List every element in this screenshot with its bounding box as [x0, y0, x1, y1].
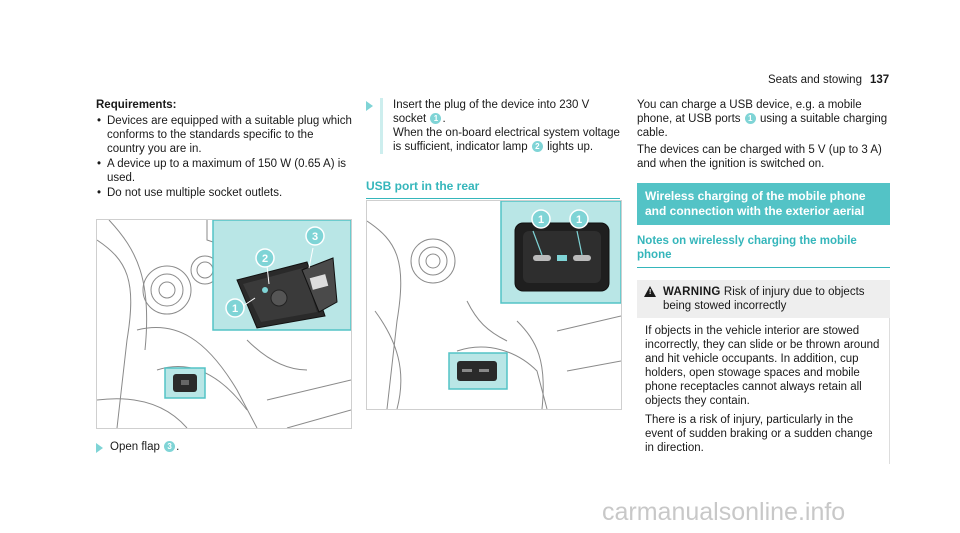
- list-item: Devices are equipped with a suitable plu…: [96, 114, 352, 156]
- warning-label: WARNING: [663, 286, 721, 298]
- step-instruction: Insert the plug of the device into 230 V…: [393, 98, 622, 126]
- step-text: Open flap: [110, 441, 160, 453]
- callout-ref: 1: [744, 113, 756, 124]
- warning-paragraph-2: There is a risk of injury, particularly …: [645, 414, 873, 454]
- svg-text:1: 1: [576, 214, 582, 226]
- notes-heading: Notes on wirelessly charging the mobile …: [637, 234, 890, 268]
- socket-illustration: 1 2 3: [97, 220, 351, 428]
- section-title: Seats and stowing: [768, 74, 862, 86]
- warning-header: ! WARNING Risk of injury due to objects …: [637, 280, 890, 318]
- callout-2: 2: [255, 248, 275, 268]
- callout-ref: 1: [430, 113, 442, 124]
- callout-ref: 2: [531, 141, 543, 152]
- warning-icon-mark: !: [649, 289, 652, 296]
- warning-paragraph-1: If objects in the vehicle interior are s…: [645, 325, 880, 407]
- warning-title: Risk of injury due to objects being stow…: [663, 286, 865, 312]
- callout-ref: 3: [164, 441, 176, 452]
- svg-text:1: 1: [538, 214, 544, 226]
- svg-text:2: 2: [262, 253, 268, 265]
- usb-section-heading: USB port in the rear: [366, 179, 620, 199]
- text-d: lights up.: [547, 141, 594, 153]
- column-requirements: Requirements: Devices are equipped with …: [96, 98, 352, 201]
- usb-paragraph-1: You can charge a USB device, e.g. a mobi…: [637, 98, 890, 140]
- callout-1: 1: [225, 298, 245, 318]
- figure-socket: 1 2 3: [96, 219, 352, 429]
- usb-paragraph-2: The devices can be charged with 5 V (up …: [637, 144, 882, 170]
- watermark: carmanualsonline.info: [602, 498, 846, 526]
- callout-3: 3: [305, 226, 325, 246]
- step-arrow-icon: [96, 443, 103, 453]
- callout-usb-1a: 1: [531, 209, 551, 229]
- page-header: Seats and stowing 137: [768, 73, 894, 87]
- figure-usb-ports: 1 1: [366, 200, 622, 410]
- step-insert-plug: Insert the plug of the device into 230 V…: [366, 98, 622, 154]
- list-item: Do not use multiple socket outlets.: [96, 186, 352, 200]
- text-b: using a suitable charging cable.: [637, 113, 888, 139]
- step-open-flap: Open flap 3.: [96, 440, 366, 454]
- text-b: .: [442, 113, 446, 125]
- step-arrow-icon: [366, 101, 373, 111]
- step-text-end: .: [176, 441, 180, 453]
- column-usb-wireless: You can charge a USB device, e.g. a mobi…: [637, 98, 890, 464]
- requirements-list: Devices are equipped with a suitable plu…: [96, 114, 352, 200]
- callout-usb-1b: 1: [569, 209, 589, 229]
- wireless-section-bar: Wireless charging of the mobile phone an…: [637, 183, 890, 225]
- text-c: When the on-board electrical system volt…: [393, 127, 620, 153]
- step-result: When the on-board electrical system volt…: [393, 126, 622, 154]
- requirements-title: Requirements:: [96, 99, 177, 111]
- text-a: You can charge a USB device, e.g. a mobi…: [637, 99, 862, 125]
- column-socket-steps: Insert the plug of the device into 230 V…: [366, 98, 622, 154]
- svg-text:1: 1: [232, 303, 238, 315]
- usb-illustration: 1 1: [367, 201, 621, 409]
- text-a: Insert the plug of the device into 230 V…: [393, 99, 590, 125]
- page-number: 137: [869, 74, 890, 86]
- warning-box: ! WARNING Risk of injury due to objects …: [637, 280, 890, 464]
- step-content: Insert the plug of the device into 230 V…: [380, 98, 622, 154]
- warning-icon: [644, 286, 656, 297]
- warning-body: If objects in the vehicle interior are s…: [637, 318, 890, 464]
- svg-text:3: 3: [312, 231, 318, 243]
- list-item: A device up to a maximum of 150 W (0.65 …: [96, 157, 352, 185]
